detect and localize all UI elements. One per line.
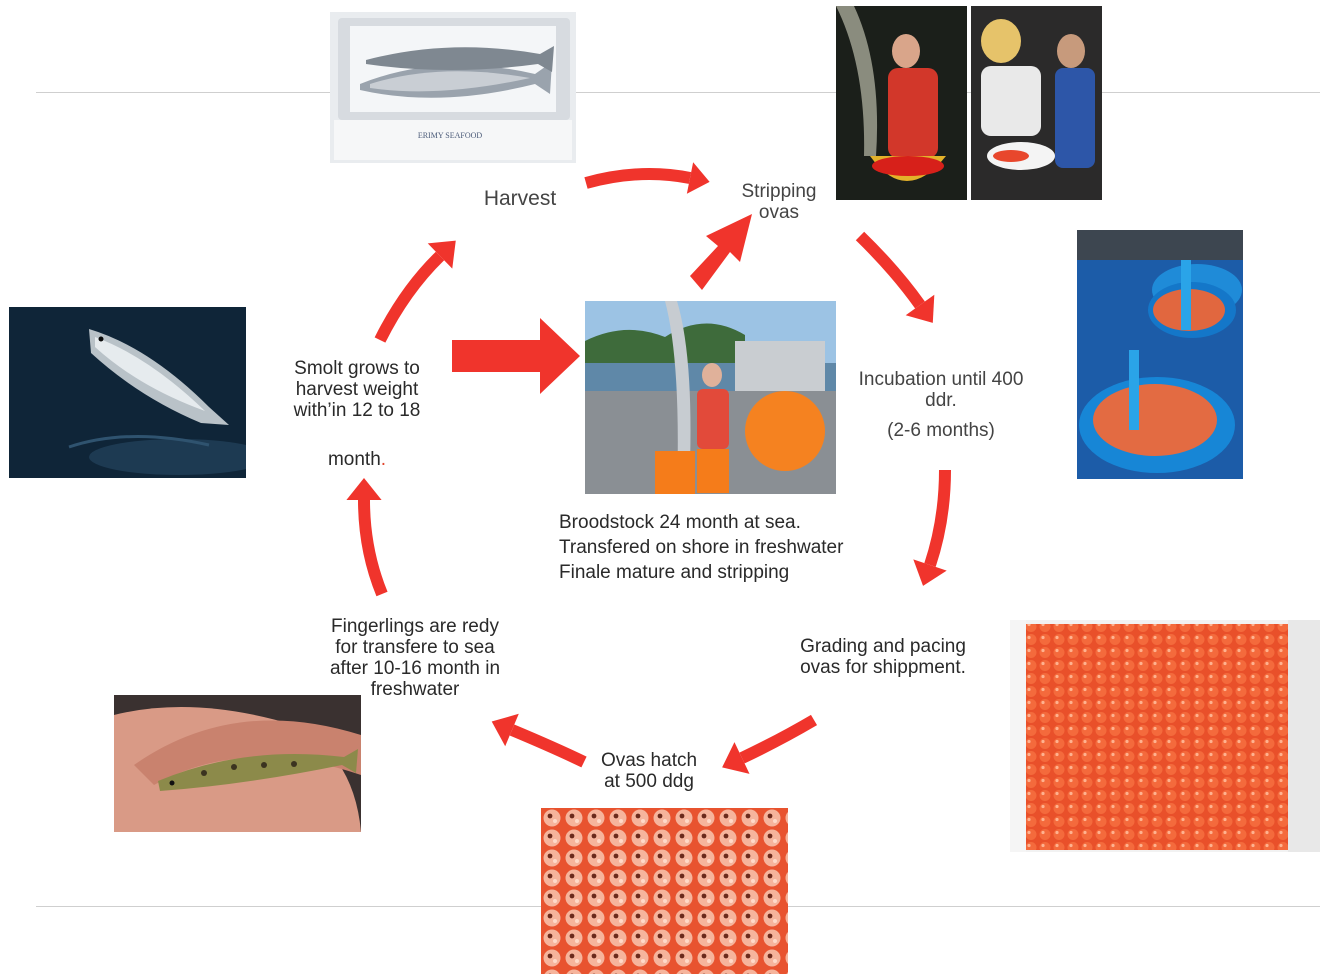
arrow-harvest-to-stripping [584, 162, 710, 194]
fingerlings-label: Fingerlings are redy for transfere to se… [329, 616, 501, 700]
broodstock-line-2: Transfered on shore in freshwater [559, 537, 844, 558]
smolt-label: Smolt grows to harvest weight with’in 12… [293, 358, 421, 421]
grading-photo [1010, 620, 1320, 852]
incubation-photo [1077, 230, 1243, 479]
harvest-label: Harvest [483, 187, 557, 210]
broodstock-line-1: Broodstock 24 month at sea. [559, 512, 801, 533]
harvest-photo: ERIMY SEAFOOD [330, 12, 576, 163]
stripping-label: Stripping ovas [741, 181, 817, 223]
hatch-label: Ovas hatch at 500 ddg [600, 750, 698, 792]
arrow-incubation-to-grading [913, 469, 951, 586]
arrow-smolt-to-broodstock [452, 318, 580, 394]
broodstock-description: Broodstock 24 month at sea. Transfered o… [559, 510, 843, 585]
arrow-broodstock-to-stripping [690, 214, 752, 290]
stripping-photo-left [836, 6, 967, 200]
grading-label: Grading and pacing ovas for shippment. [800, 636, 966, 678]
broodstock-line-3: Finale mature and stripping [559, 562, 790, 583]
arrow-stripping-to-incubation [855, 231, 935, 323]
top-rule [36, 92, 1320, 93]
arrow-grading-to-hatch [722, 714, 818, 774]
smolt-month-dot: . [380, 449, 387, 470]
arrow-hatch-to-fingerlings [491, 713, 587, 768]
incubation-label: Incubation until 400 ddr. [858, 369, 1024, 411]
fingerling-photo [114, 695, 361, 832]
smolt-month-label: month. [276, 428, 438, 470]
smolt-photo [9, 307, 246, 478]
hatch-photo [541, 808, 788, 974]
stripping-photo-right [971, 6, 1102, 200]
box-brand-text: ERIMY SEAFOOD [418, 131, 483, 140]
smolt-month-word: month [327, 449, 381, 470]
arrow-smolt-to-harvest [374, 240, 456, 343]
arrow-fingerlings-to-smolt [346, 478, 388, 597]
incubation-duration: (2-6 months) [887, 420, 995, 441]
broodstock-photo [585, 301, 836, 494]
